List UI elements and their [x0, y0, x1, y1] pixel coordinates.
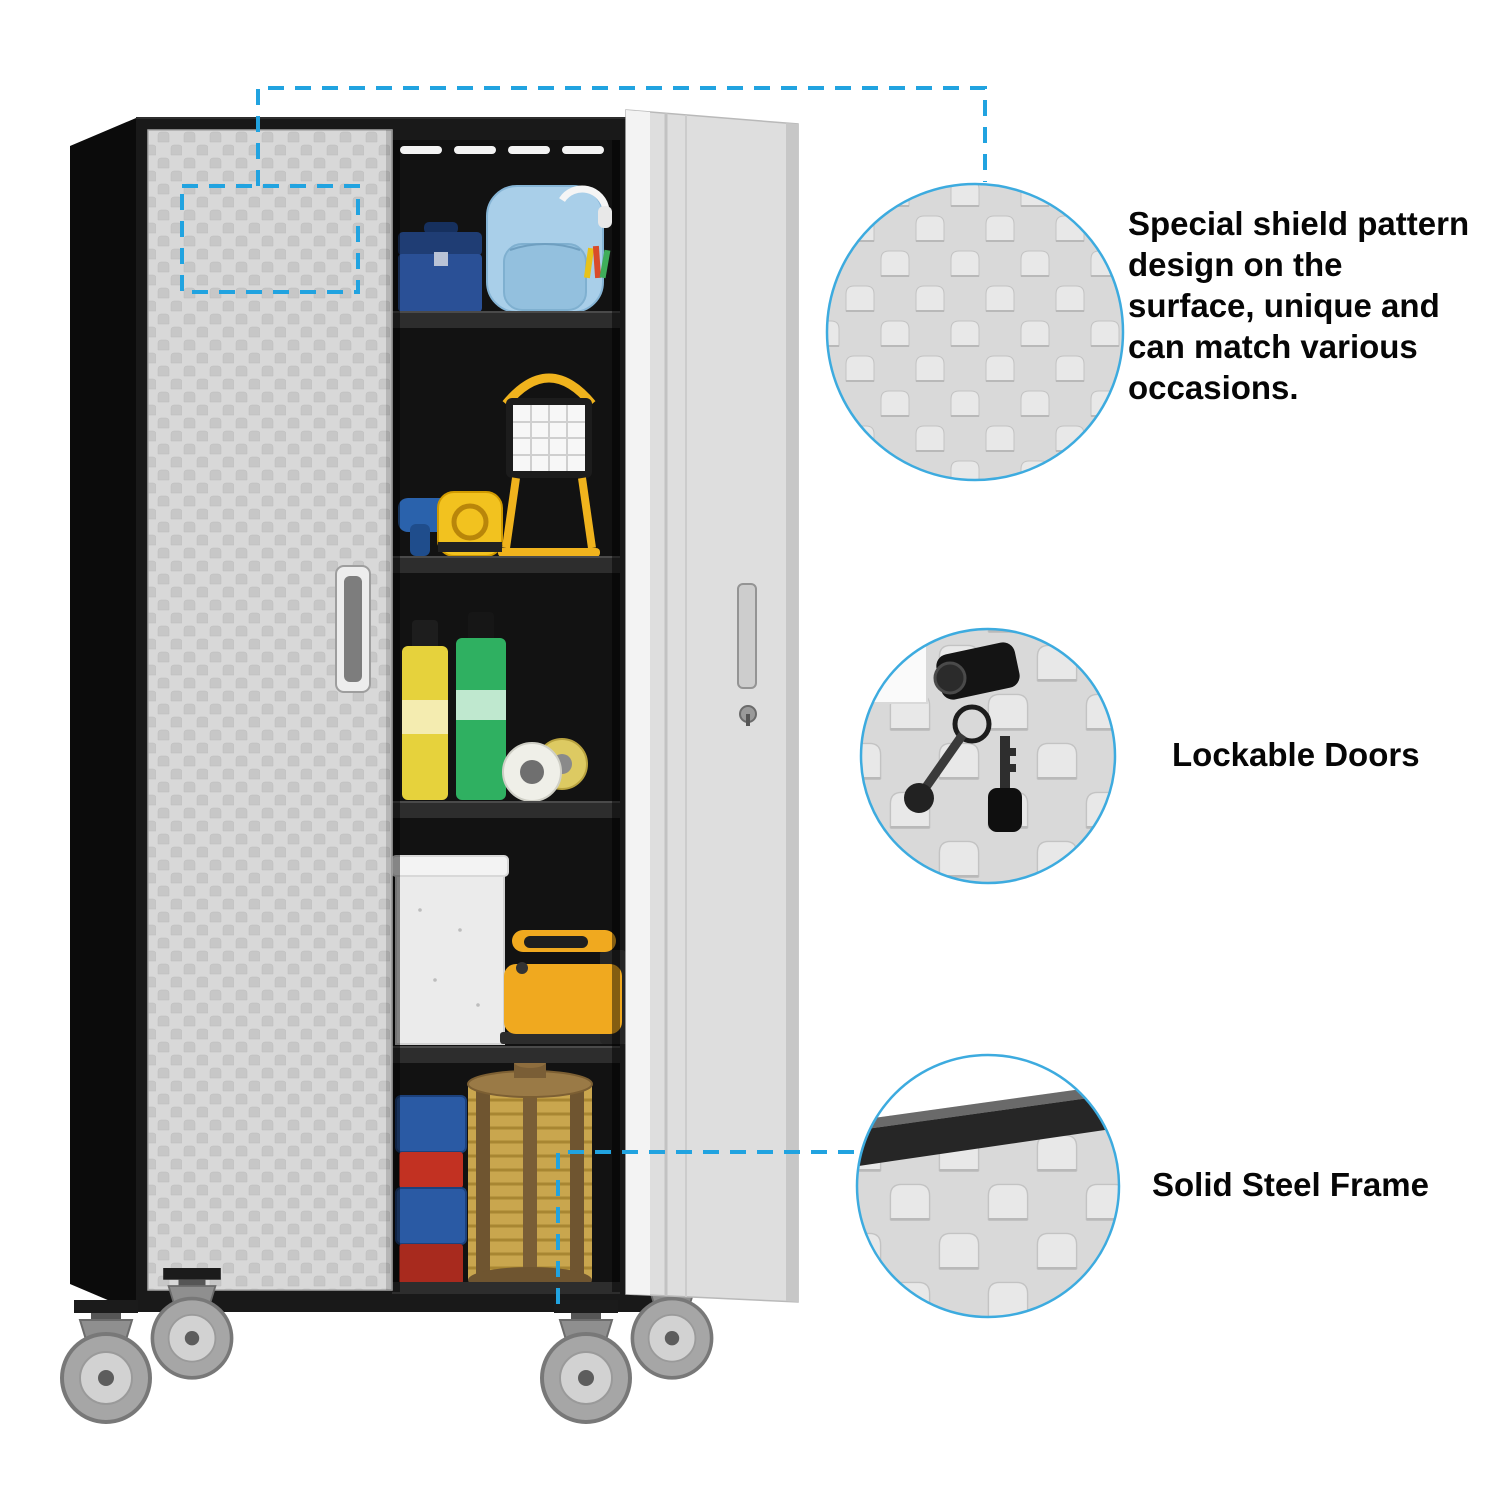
- spray-can-yellow: [402, 620, 448, 800]
- frame-steel-band: [857, 1092, 1119, 1168]
- pencils: [583, 245, 611, 279]
- feature-text-lockable-doors: Lockable Doors: [1172, 736, 1420, 773]
- work-light: [498, 373, 600, 557]
- shelf-items-second: [398, 373, 600, 557]
- callout-shield-pattern: [825, 182, 1125, 482]
- vent-slots: [400, 146, 604, 154]
- caster-front-left: [60, 1298, 152, 1424]
- door-label: [861, 632, 928, 704]
- door-lock-keyhole: [739, 705, 757, 726]
- callout-frame: [855, 1053, 1121, 1319]
- backpack: [486, 185, 612, 313]
- shelf-items-bottom: [395, 1056, 593, 1293]
- annotation-dashed-rect-top: [256, 86, 987, 186]
- shelf-items-third: [402, 612, 588, 802]
- feature-text-solid-steel-frame: Solid Steel Frame: [1152, 1166, 1429, 1203]
- left-door-closed: [147, 129, 393, 1291]
- lock-icon: [933, 642, 1020, 700]
- shelves: [392, 311, 620, 1294]
- tape-rolls: [502, 738, 588, 802]
- staple-gun: [500, 930, 628, 1044]
- storage-bin: [391, 855, 509, 1045]
- right-door-open: [625, 109, 799, 1303]
- cabinet-side-panel: [70, 118, 136, 1312]
- tape-measure: [437, 491, 503, 557]
- caster-front-right: [540, 1298, 632, 1424]
- headphones-icon: [559, 185, 610, 211]
- door-handle-right: [737, 583, 757, 689]
- storage-cabinet: [60, 109, 799, 1424]
- callout-lock: [859, 627, 1117, 885]
- annotation-dashed-square-door: [180, 184, 360, 294]
- spray-can-green: [456, 612, 506, 800]
- interior-right-shadow: [612, 140, 620, 1292]
- stacked-cases: [395, 1095, 467, 1284]
- shelf-items-fourth: [391, 855, 628, 1045]
- cable-spool: [467, 1056, 593, 1293]
- shelf-items-top: [398, 185, 612, 313]
- interior-left-shadow: [392, 140, 400, 1292]
- feature-text-shield-pattern: Special shield pattern design on the sur…: [1128, 205, 1470, 406]
- toolbox: [398, 222, 482, 312]
- keys-icon: [903, 704, 1022, 832]
- frame-top-edge: [857, 1082, 1119, 1132]
- door-handle-left: [335, 565, 371, 693]
